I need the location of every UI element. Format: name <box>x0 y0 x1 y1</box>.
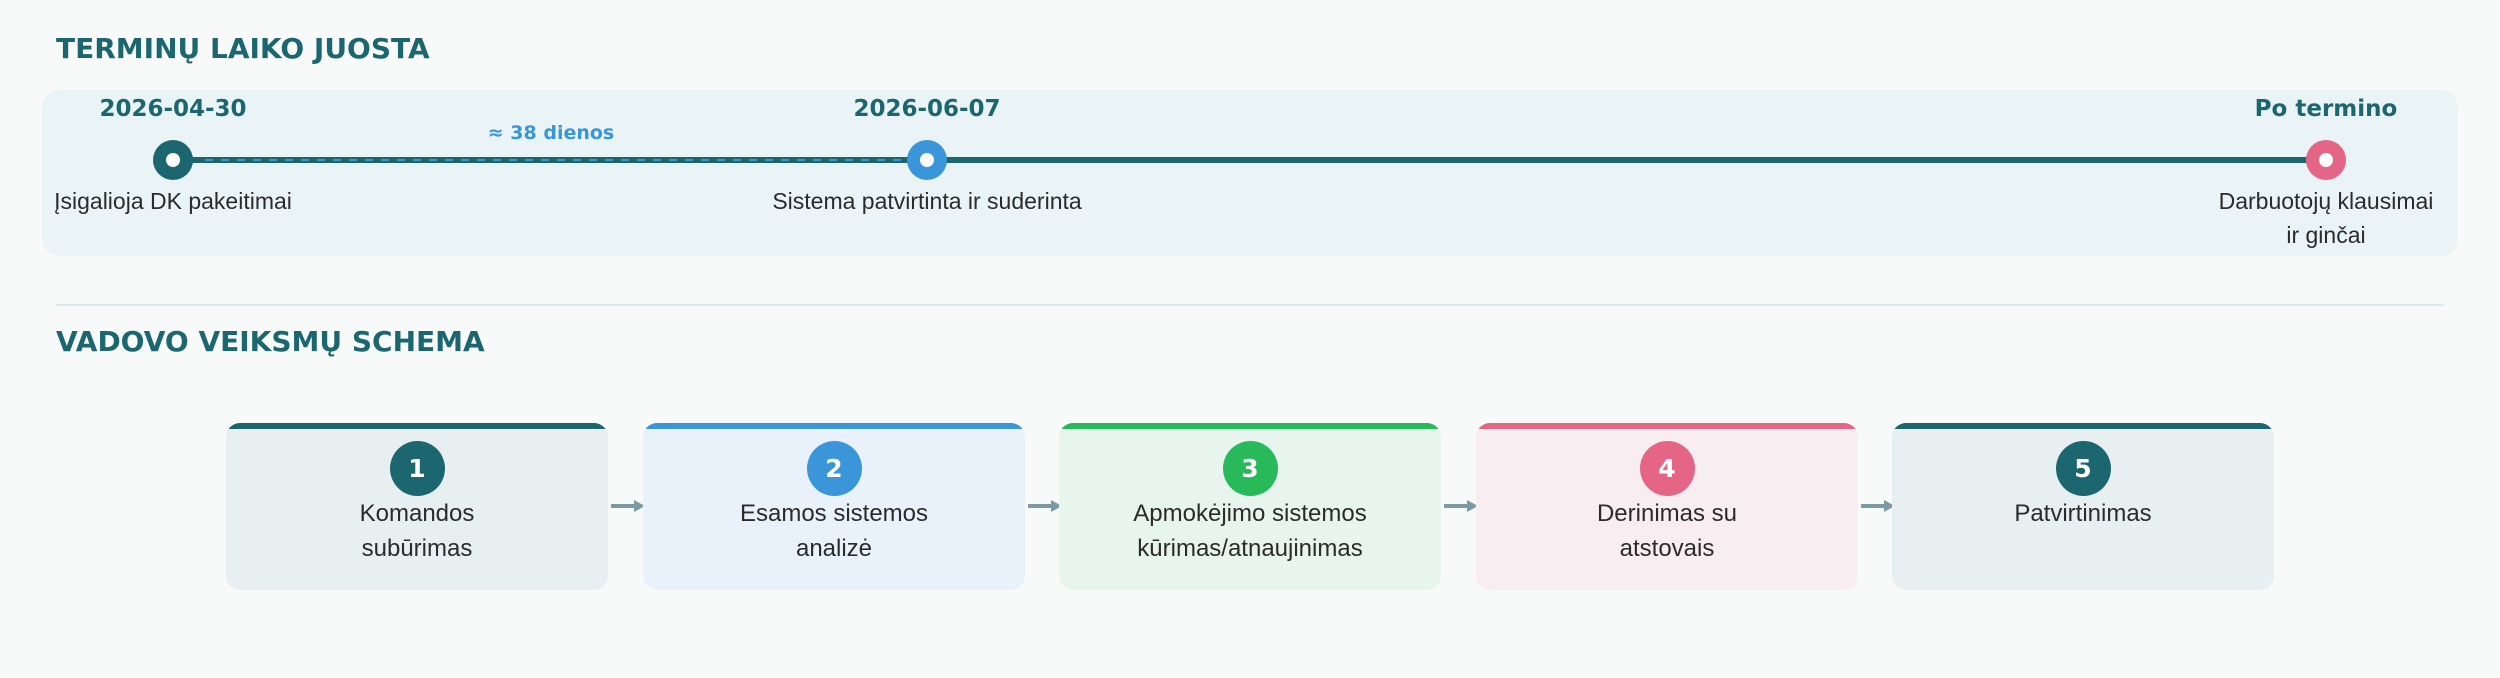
step-accent-bar <box>1892 423 2274 429</box>
milestone-marker-icon <box>2306 140 2346 180</box>
step-label: Apmokėjimo sistemos kūrimas/atnaujinimas <box>1079 496 1421 566</box>
step-number-badge: 1 <box>389 441 445 496</box>
step-label-line: analizė <box>795 535 873 562</box>
timeline-dashed-segment <box>205 159 905 161</box>
step-accent-bar <box>226 423 608 429</box>
step-card: 3 Apmokėjimo sistemos kūrimas/atnaujinim… <box>1059 423 1441 590</box>
step-card: 4 Derinimas su atstovais <box>1476 423 1858 590</box>
step-label-line: Esamos sistemos <box>739 500 929 527</box>
section-divider <box>56 304 2444 306</box>
schema-title: VADOVO VEIKSMŲ SCHEMA <box>56 325 485 358</box>
milestone-date: Po termino <box>2254 96 2398 122</box>
milestone-date: 2026-06-07 <box>853 96 1001 122</box>
step-label-line: Komandos <box>359 500 475 527</box>
milestone-label: Sistema patvirtinta ir suderinta <box>772 188 1082 214</box>
step-label-line: Patvirtinimas <box>2014 500 2152 527</box>
step-accent-bar <box>1059 423 1441 429</box>
step-card: 1 Komandos subūrimas <box>226 423 608 590</box>
step-number-badge: 2 <box>806 441 862 496</box>
step-label-line: atstovais <box>1619 535 1715 562</box>
milestone-label-line: ir ginčai <box>2286 222 2366 248</box>
milestone-label: Įsigalioja DK pakeitimai <box>54 188 292 214</box>
step-label-line: Apmokėjimo sistemos <box>1133 500 1367 527</box>
gap-duration-label: ≈ 38 dienos <box>487 122 615 144</box>
timeline-title: TERMINŲ LAIKO JUOSTA <box>56 32 430 65</box>
step-label: Komandos subūrimas <box>246 496 588 566</box>
step-label-line: subūrimas <box>361 535 473 562</box>
milestone-label: Darbuotojų klausimai ir ginčai <box>2219 184 2434 252</box>
step-label-line: Derinimas su <box>1596 500 1738 527</box>
step-number-badge: 5 <box>2055 441 2111 496</box>
timeline-panel <box>42 90 2458 256</box>
step-accent-bar <box>643 423 1025 429</box>
step-label-line: kūrimas/atnaujinimas <box>1137 535 1363 562</box>
step-card: 5 Patvirtinimas <box>1892 423 2274 590</box>
step-number-badge: 4 <box>1639 441 1695 496</box>
step-label: Esamos sistemos analizė <box>663 496 1005 566</box>
step-label: Derinimas su atstovais <box>1496 496 1838 566</box>
step-accent-bar <box>1476 423 1858 429</box>
milestone-marker-icon <box>153 140 193 180</box>
milestone-marker-icon <box>907 140 947 180</box>
step-number-badge: 3 <box>1222 441 1278 496</box>
milestone-date: 2026-04-30 <box>99 96 247 122</box>
step-label: Patvirtinimas <box>1912 496 2254 531</box>
arrow-right-icon <box>611 500 645 512</box>
timeline-track <box>173 157 2326 163</box>
arrow-right-icon <box>1444 500 1478 512</box>
milestone-label-line: Darbuotojų klausimai <box>2218 188 2434 214</box>
step-card: 2 Esamos sistemos analizė <box>643 423 1025 590</box>
arrow-right-icon <box>1861 500 1895 512</box>
arrow-right-icon <box>1028 500 1062 512</box>
